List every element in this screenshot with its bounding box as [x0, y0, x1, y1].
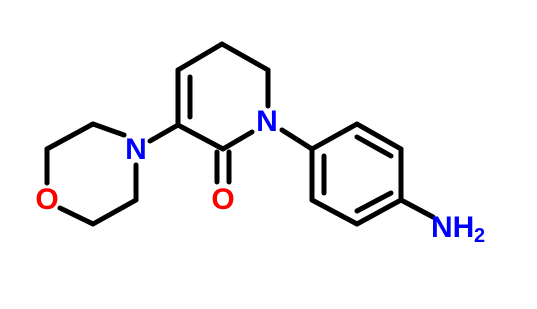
atom-o-carbonyl: O: [211, 183, 234, 216]
bond-c4-amine: [398, 197, 436, 220]
bond-ca-cb: [44, 121, 96, 152]
bond-o-cc: [57, 205, 96, 227]
bond-cipso-c2: [309, 121, 360, 152]
bond-nmorph-ca: [90, 121, 127, 138]
atom-n-lactam: N: [256, 105, 278, 138]
atom-n-morpholine: N: [125, 133, 147, 166]
bond-c4-c5: [175, 41, 225, 73]
bond-cc-cd: [90, 197, 139, 227]
carbonyl-group: [214, 149, 232, 185]
bond-c5-c6-ar: [309, 197, 360, 227]
aminophenyl-ring: [279, 121, 436, 227]
bond-c4-c5-ar: [354, 197, 404, 227]
dihydropyridinone-ring: [175, 41, 271, 152]
atom-o-morpholine: O: [35, 183, 58, 216]
bond-c2-c3: [175, 122, 226, 152]
bond-c2-c3-ar: [354, 121, 404, 152]
atom-amine-subscript: 2: [474, 225, 485, 247]
bond-n1-c2: [220, 129, 255, 152]
bond-c3-nmorph: [147, 122, 181, 144]
morpholine-ring: [44, 121, 181, 227]
bond-n1-cipso: [279, 127, 315, 152]
atom-amine: NH: [431, 211, 474, 244]
bond-inner-bottom: [354, 190, 394, 214]
bond-c5-c6: [219, 41, 271, 73]
bond-inner-top: [354, 134, 394, 159]
